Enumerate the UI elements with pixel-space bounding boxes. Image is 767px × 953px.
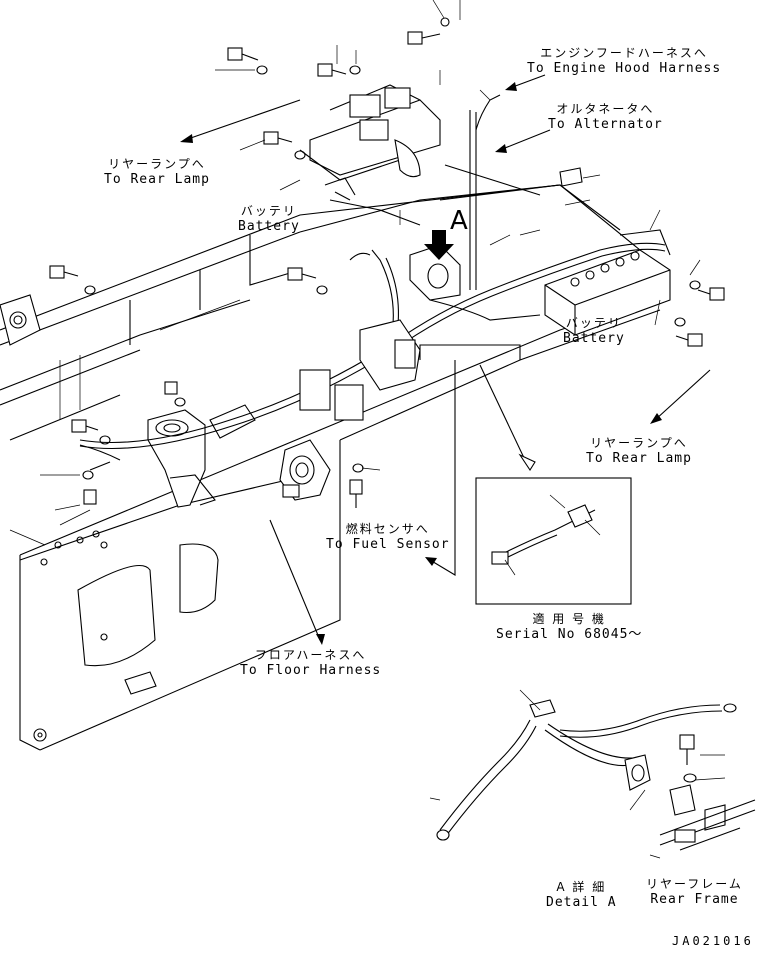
view-marker-a: A [450, 206, 468, 236]
bolt [674, 317, 703, 347]
bolt [317, 63, 361, 77]
label-rear-lamp-right: リヤーランプへ To Rear Lamp [586, 436, 692, 466]
connector-post [147, 404, 256, 508]
view-arrow [424, 230, 454, 260]
label-rear-frame: リヤーフレーム Rear Frame [646, 877, 743, 907]
label-detail-a: A 詳 細 Detail A [546, 880, 617, 910]
label-engine-hood-harness: エンジンフードハーネスへ To Engine Hood Harness [527, 46, 722, 76]
serial-inset [475, 477, 632, 605]
bolt [349, 463, 364, 508]
bolt [689, 280, 725, 301]
fuel-sensor-boss [279, 439, 331, 501]
relay-top-right [559, 167, 583, 187]
drawing-code: JA021016 [672, 934, 754, 948]
bolt [49, 265, 96, 295]
battery [544, 229, 671, 336]
left-end-bracket [0, 294, 41, 346]
label-battery-right: バッテリ Battery [563, 316, 625, 346]
label-floor-harness: フロアハーネスへ To Floor Harness [240, 648, 382, 678]
bolt [263, 131, 306, 160]
label-fuel-sensor: 燃料センサへ To Fuel Sensor [326, 522, 450, 552]
bolt [287, 267, 328, 295]
bolt [164, 381, 186, 407]
side-plate [19, 469, 331, 742]
connector-cluster [299, 244, 461, 421]
bolt [71, 419, 111, 445]
leader-lines [9, 0, 701, 546]
detail-a [429, 689, 756, 859]
label-alternator: オルタネータへ To Alternator [548, 102, 663, 132]
relay-bracket-top [299, 84, 441, 196]
bolt [82, 470, 97, 505]
label-battery-left: バッテリ Battery [238, 204, 300, 234]
callout-arrows [180, 74, 711, 645]
bolt [227, 47, 268, 75]
fasteners [49, 17, 725, 508]
label-serial: 適 用 号 機 Serial No 68045～ [496, 612, 643, 642]
bolt [407, 17, 450, 45]
label-rear-lamp-top: リヤーランプへ To Rear Lamp [104, 157, 210, 187]
